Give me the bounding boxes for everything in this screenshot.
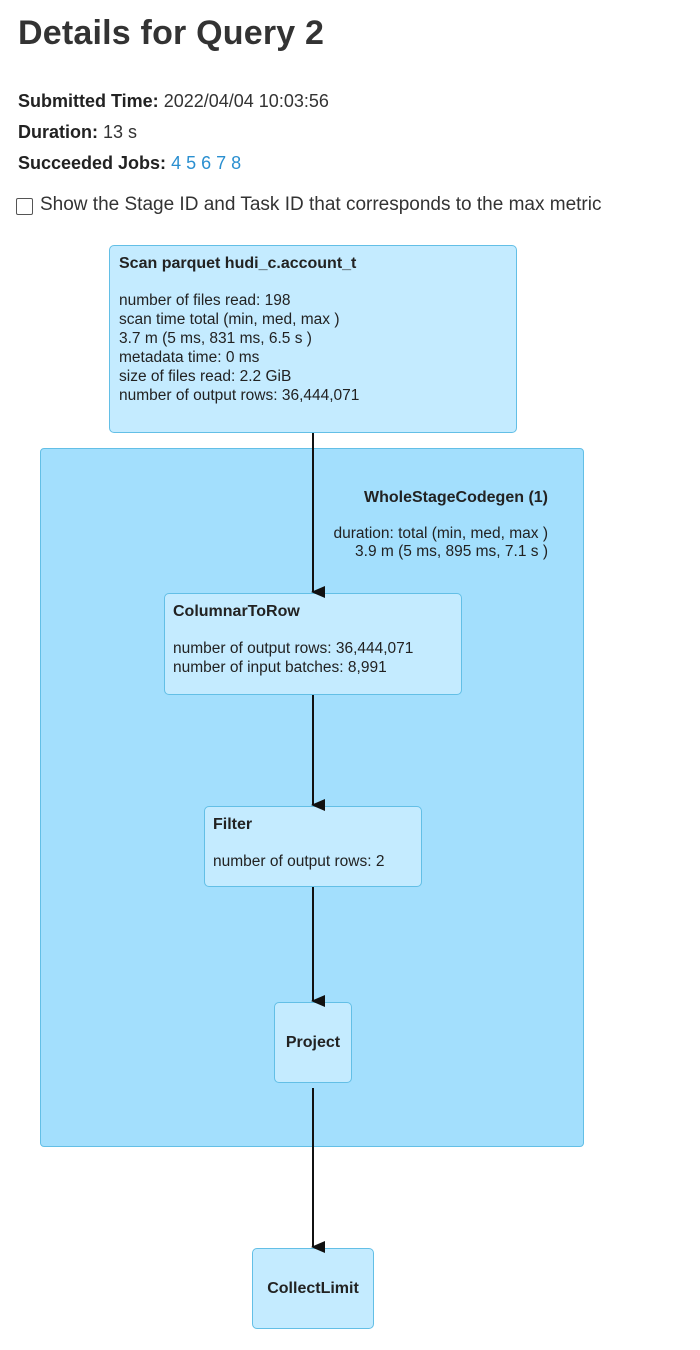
duration-row: Duration: 13 s	[18, 117, 329, 148]
submitted-time-label: Submitted Time:	[18, 91, 159, 111]
scan-node-title: Scan parquet hudi_c.account_t	[119, 255, 357, 272]
scan-parquet-node[interactable]: Scan parquet hudi_c.account_t number of …	[109, 245, 517, 433]
filter-node[interactable]: Filter number of output rows: 2	[204, 806, 422, 887]
job-link-4[interactable]: 4	[171, 153, 182, 173]
submitted-time-value: 2022/04/04 10:03:56	[163, 91, 329, 111]
submitted-time-row: Submitted Time: 2022/04/04 10:03:56	[18, 86, 329, 117]
columnar-node-title: ColumnarToRow	[173, 603, 300, 620]
max-metric-toggle[interactable]: Show the Stage ID and Task ID that corre…	[16, 194, 601, 216]
collect-limit-node[interactable]: CollectLimit	[252, 1248, 374, 1329]
page-title: Details for Query 2	[18, 14, 325, 52]
cluster-title: WholeStageCodegen (1)	[363, 489, 548, 506]
max-metric-checkbox[interactable]	[16, 198, 33, 215]
succeeded-jobs-label: Succeeded Jobs:	[18, 153, 167, 173]
columnar-node-metrics: number of output rows: 36,444,071 number…	[173, 640, 414, 676]
job-link-5[interactable]: 5	[186, 153, 197, 173]
duration-label: Duration:	[18, 122, 98, 142]
collect-node-title: CollectLimit	[267, 1279, 359, 1297]
job-link-8[interactable]: 8	[231, 153, 242, 173]
job-link-7[interactable]: 7	[216, 153, 227, 173]
cluster-duration-metric: duration: total (min, med, max ) 3.9 m (…	[333, 525, 549, 560]
filter-node-title: Filter	[213, 816, 253, 833]
job-link-6[interactable]: 6	[201, 153, 212, 173]
query-summary: Submitted Time: 2022/04/04 10:03:56 Dura…	[18, 86, 329, 179]
project-node[interactable]: Project	[274, 1002, 352, 1083]
duration-value: 13 s	[103, 122, 138, 142]
filter-node-metrics: number of output rows: 2	[213, 853, 385, 870]
project-node-title: Project	[285, 1033, 341, 1051]
columnar-to-row-node[interactable]: ColumnarToRow number of output rows: 36,…	[164, 593, 462, 695]
max-metric-label: Show the Stage ID and Task ID that corre…	[40, 194, 602, 215]
scan-node-metrics: number of files read: 198 scan time tota…	[119, 292, 360, 404]
